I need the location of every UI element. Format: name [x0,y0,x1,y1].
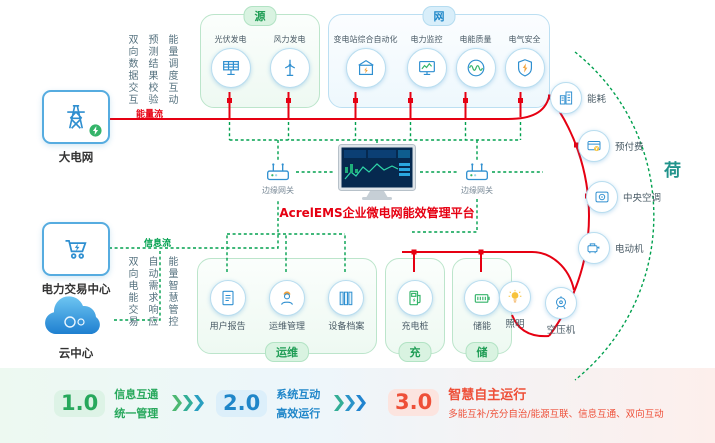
group-storage-tab: 储 [465,342,499,362]
power-trading-box [42,222,110,276]
ops-item-report: 用户报告 [209,280,246,332]
edge-gateway-right: 边缘网关 [454,160,500,196]
group-net: 网 变电站综合自动化 电力监控 [328,6,550,108]
ops-item-archive: 设备档案 [328,280,364,332]
edge-gateway-right-label: 边缘网关 [461,186,493,195]
stage-1-number: 1.0 [54,390,106,417]
source-item-wind: 风力发电 [269,34,310,88]
group-net-tab: 网 [422,6,456,26]
ops-item-maintenance: 运维管理 [268,280,305,332]
substation-icon [357,59,374,76]
vertical-text: 双向电能交易 [126,256,137,328]
load-lighting: 照明 [499,281,531,330]
air-compressor-icon [556,296,566,310]
maintenance-icon [281,291,293,305]
cart-icon [65,239,87,259]
source-item-pv: 光伏发电 [210,34,251,88]
charge-item-ev: 充电桩 [397,280,433,332]
power-trading-label: 电力交易中心 [41,282,111,296]
group-ops-tab: 运维 [265,342,309,362]
group-source-tab: 源 [243,6,277,26]
edge-gateway-icon [466,163,488,181]
cloud-icon [45,296,100,334]
group-source: 源 光伏发电 风力发电 [200,6,320,108]
power-quality-icon [467,59,484,77]
energy-badge-icon [89,124,102,137]
dashboard-monitor-icon [338,144,416,200]
chevron-icon [332,394,368,412]
group-ops: 运维 用户报告 [197,258,377,362]
electrical-safety-icon [517,59,532,77]
power-trading-node: 电力交易中心 [41,222,111,297]
vertical-text: 双向数据交互 [126,34,137,106]
net-item-power-monitor: 电力监控 [406,34,447,88]
transmission-tower-icon [67,104,85,129]
edge-gateway-left-label: 边缘网关 [262,186,294,195]
platform-monitor [337,143,417,201]
group-charge: 充 充电桩 [385,258,445,362]
archive-icon [339,291,353,306]
ev-charger-icon [409,290,421,306]
stage-3: 3.0 智慧自主运行 多能互补/充分自治/能源互联、信息互通、双向互动 [388,384,664,420]
load-energy-consumption: 能耗 [550,82,606,114]
stage-2: 2.0 系统互动 高效运行 [216,386,320,421]
load-side-label: 荷 [664,161,681,181]
grid-interaction-vertical-texts: 双向数据交互 预测结果校验 能量调度互动 [124,34,179,106]
platform-title: AcrelEMS企业微电网能效管理平台 [279,206,475,220]
load-air-compressor: 空压机 [545,287,577,336]
storage-item-battery: 储能 [464,280,500,332]
edge-gateway-left: 边缘网关 [255,160,301,196]
cloud-center-node: 云中心 [41,296,111,361]
cloud-center-label: 云中心 [58,346,94,360]
net-item-substation: 变电站综合自动化 [334,34,398,88]
wind-turbine-icon [284,59,295,76]
power-monitor-icon [418,60,435,76]
building-energy-icon [559,91,573,105]
stage-2-line1: 系统互动 [276,388,321,401]
hvac-icon [595,191,609,203]
net-item-electrical-safety: 电气安全 [504,34,545,88]
energy-flow-label: 能量流 [136,110,164,120]
stage-2-line2: 高效运行 [276,407,321,420]
vertical-text: 自动需求响应 [146,256,157,328]
load-central-ac: 中央空调 [586,181,661,213]
main-grid-box [42,90,110,144]
vertical-text: 能量智慧管控 [166,256,177,328]
main-grid-node: 大电网 [41,90,111,165]
load-prepaid: 预付费 [578,130,644,162]
group-charge-tab: 充 [398,342,432,362]
stage-1: 1.0 信息互通 统一管理 [54,386,158,421]
load-motor: 电动机 [578,232,644,264]
stage-3-number: 3.0 [388,388,440,416]
stage-1-line1: 信息互通 [114,388,159,401]
edge-gateway-icon [267,163,289,181]
lighting-icon [508,289,522,303]
info-flow-label: 信息流 [144,239,172,249]
solar-panel-icon [222,60,239,76]
trading-interaction-vertical-texts: 双向电能交易 自动需求响应 能量智慧管控 [124,256,179,328]
battery-icon [474,294,490,303]
net-item-power-quality: 电能质量 [455,34,496,88]
stage-3-title: 智慧自主运行 [448,388,527,403]
vertical-text: 能量调度互动 [166,34,177,106]
stage-3-desc: 多能互补/充分自治/能源互联、信息互通、双向互动 [448,409,664,420]
stage-2-number: 2.0 [216,390,268,417]
vertical-text: 预测结果校验 [146,34,157,106]
report-icon [222,290,234,306]
prepaid-meter-icon [587,141,601,152]
motor-icon [587,243,600,254]
stage-1-line2: 统一管理 [114,407,159,420]
main-grid-label: 大电网 [58,150,94,164]
chevron-icon [170,394,206,412]
